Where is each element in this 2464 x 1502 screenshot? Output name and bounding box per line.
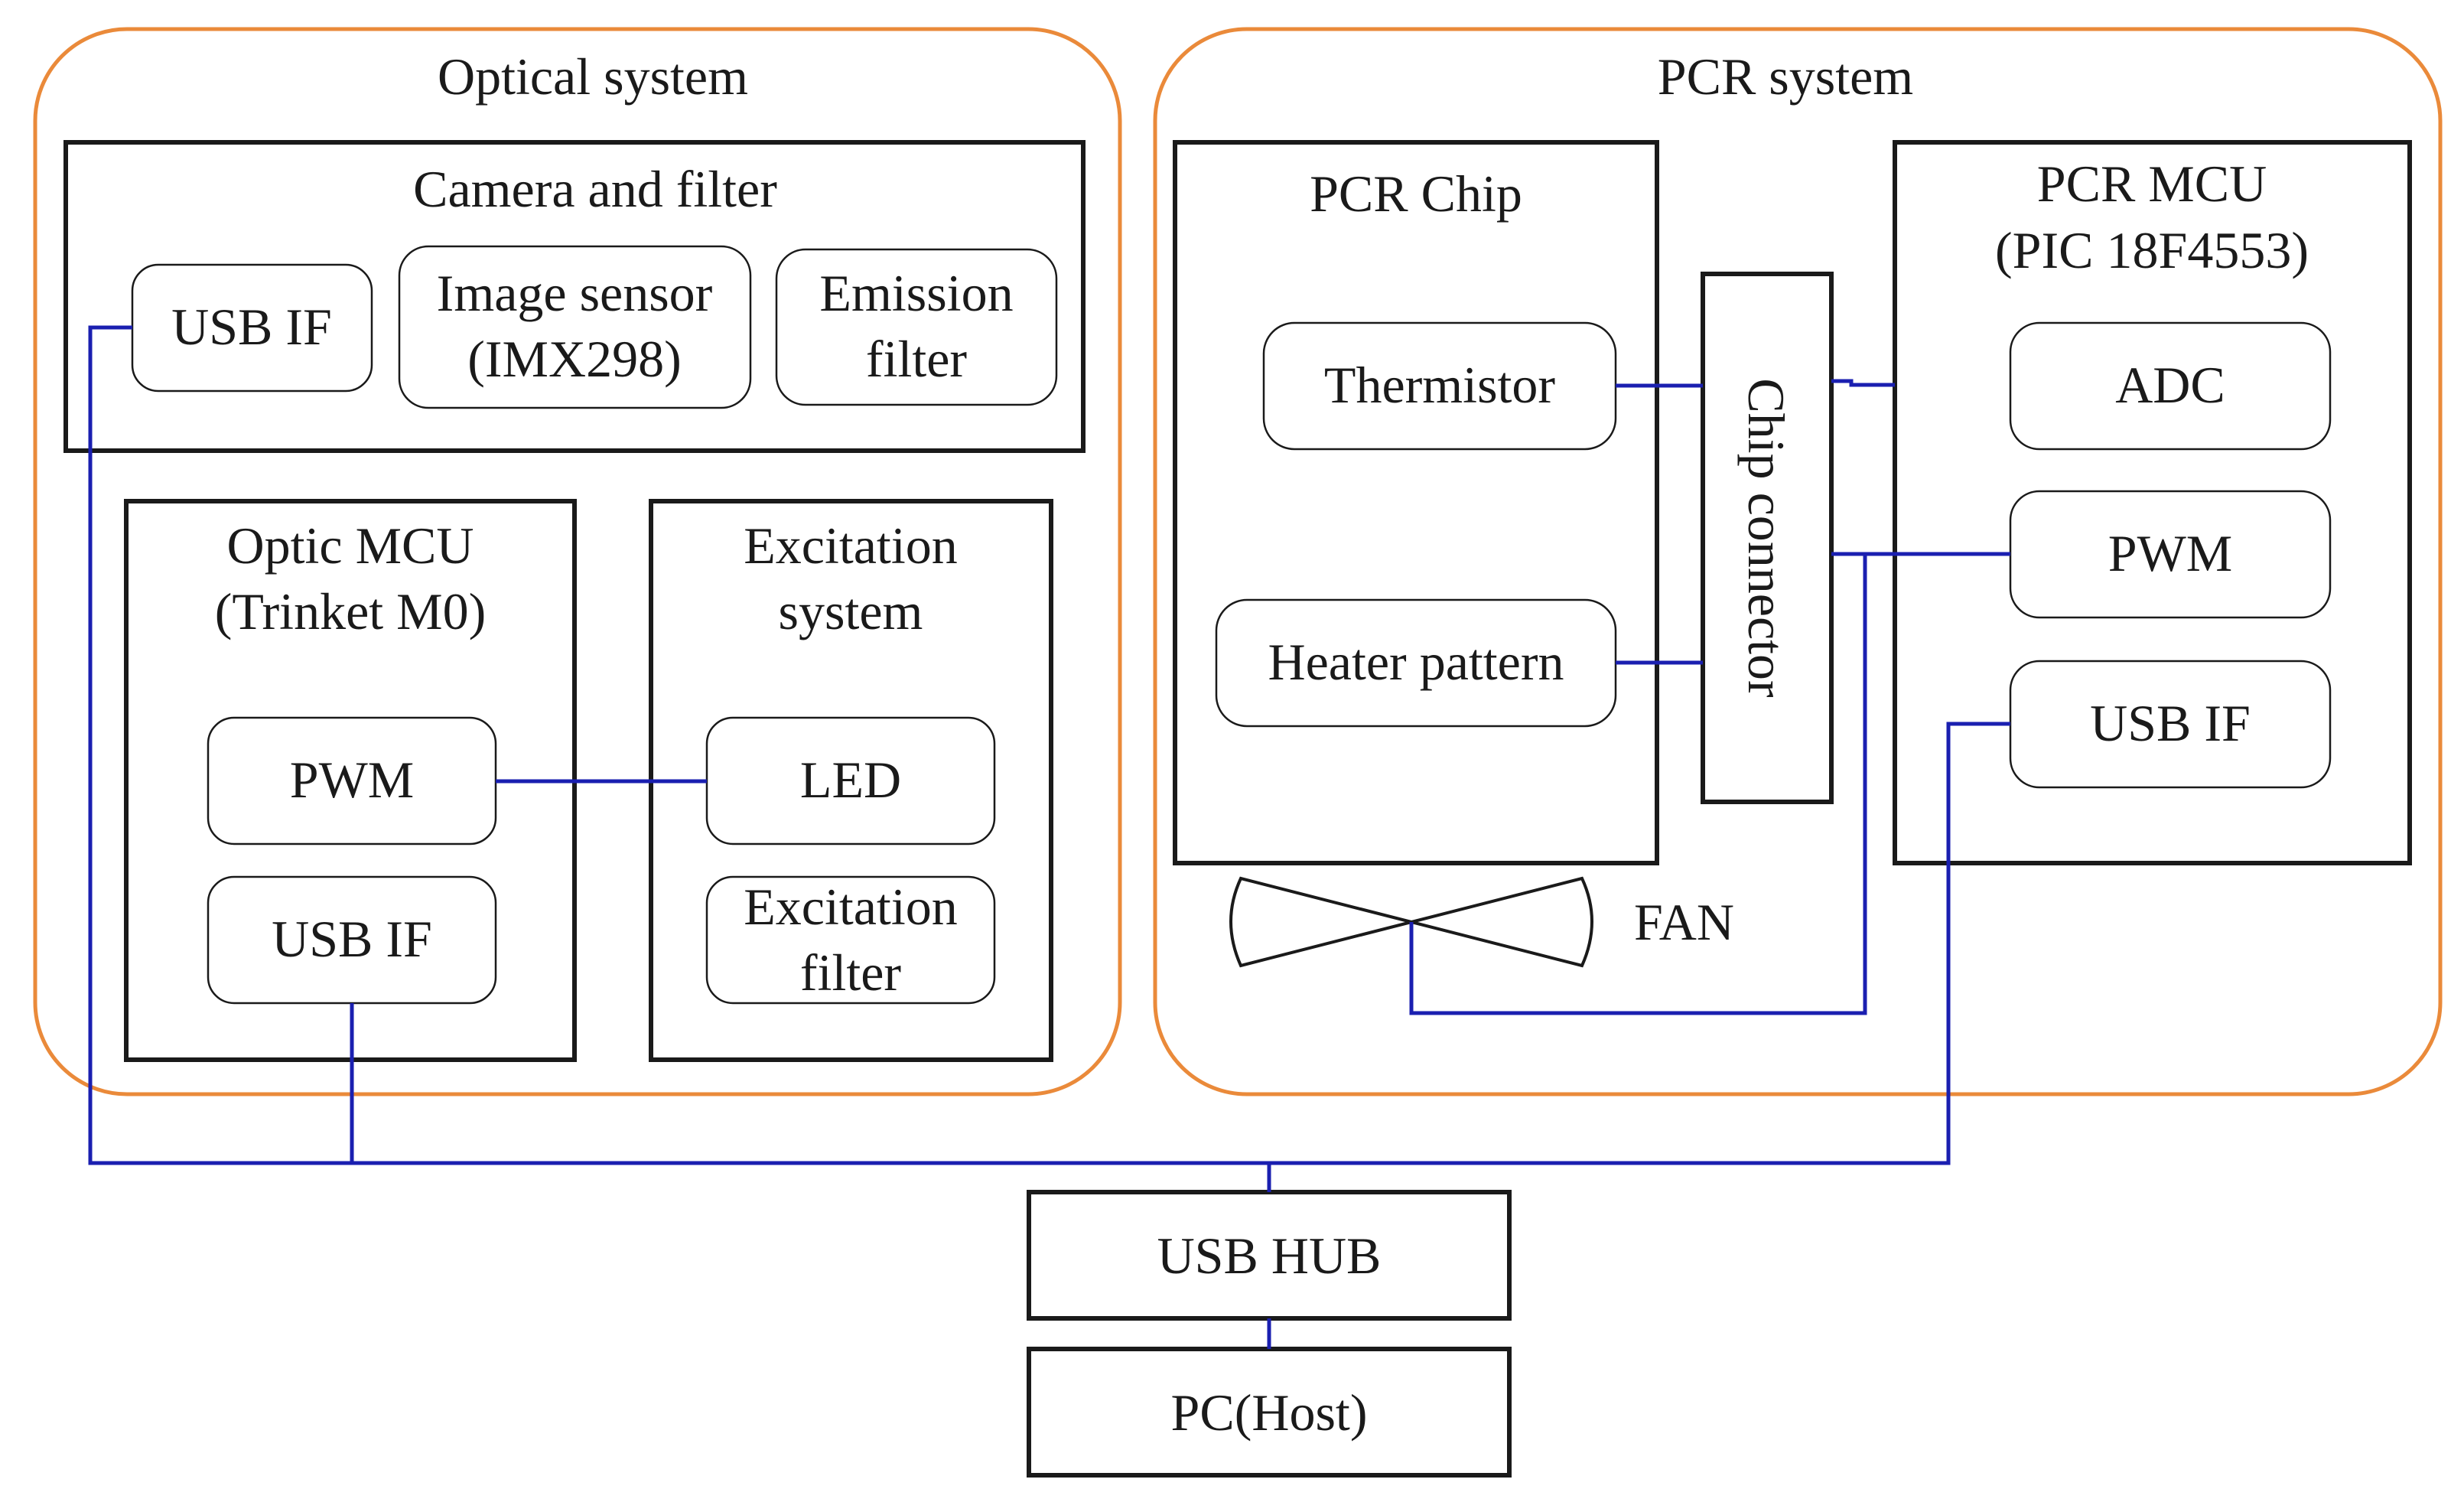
thermistor-label: Thermistor xyxy=(1324,356,1556,414)
pc-host-label: PC(Host) xyxy=(1171,1383,1368,1442)
excitation-filter-box xyxy=(705,875,996,1005)
emission-filter-line1: Emission xyxy=(819,264,1013,322)
excitation-system-title-line2: system xyxy=(779,582,923,640)
led-label: LED xyxy=(800,751,901,809)
chip-connector-label: Chip connector xyxy=(1737,378,1795,698)
emission-filter-line2: filter xyxy=(866,330,968,388)
adc-box xyxy=(2009,321,2332,451)
connection-wires xyxy=(88,325,2010,1349)
chip-connector-box xyxy=(1701,272,1834,804)
optical-system-title: Optical system xyxy=(438,47,748,106)
pcr-chip-title: PCR Chip xyxy=(1310,165,1522,223)
fan-label: FAN xyxy=(1634,893,1734,951)
optic-pwm-label: PWM xyxy=(290,751,414,809)
camera-and-filter-title: Camera and filter xyxy=(413,160,777,218)
adc-label: ADC xyxy=(2115,356,2225,414)
excitation-filter-line1: Excitation xyxy=(744,878,957,936)
pcr-chip-box xyxy=(1173,140,1659,865)
pcr-mcu-title: PCR MCU xyxy=(2037,155,2267,213)
wire-fan-pwm xyxy=(1409,554,1867,1015)
optic-usb-if-label: USB IF xyxy=(272,910,432,968)
excitation-system-title: Excitation xyxy=(744,516,957,575)
usb-hub-label: USB HUB xyxy=(1157,1227,1382,1285)
pc-host-box xyxy=(1027,1347,1512,1478)
pcr-pwm-label: PWM xyxy=(2108,524,2232,582)
image-sensor-model: (IMX298) xyxy=(467,330,682,388)
pcr-system-title: PCR system xyxy=(1658,47,1913,106)
heater-pattern-label: Heater pattern xyxy=(1268,633,1564,691)
camera-usb-if-label: USB IF xyxy=(171,298,332,356)
usb-hub-box xyxy=(1027,1190,1512,1321)
wire-connector-adc xyxy=(1831,379,1895,387)
optic-mcu-model: (Trinket M0) xyxy=(215,582,487,640)
optical-system-group xyxy=(33,27,1122,1096)
pcr-system-group xyxy=(1153,27,2443,1096)
wire-camera-usb-to-bus xyxy=(88,325,1269,1165)
wire-pcr-usb-to-bus xyxy=(1269,722,2010,1165)
pcr-usb-if-label: USB IF xyxy=(2090,694,2251,752)
emission-filter-box xyxy=(775,248,1058,406)
excitation-filter-line2: filter xyxy=(800,943,902,1002)
image-sensor-box xyxy=(398,245,752,409)
fan-icon xyxy=(1229,876,1593,968)
image-sensor-label: Image sensor xyxy=(437,264,713,322)
pcr-mcu-model: (PIC 18F4553) xyxy=(1995,221,2309,279)
optic-mcu-title: Optic MCU xyxy=(227,516,474,575)
